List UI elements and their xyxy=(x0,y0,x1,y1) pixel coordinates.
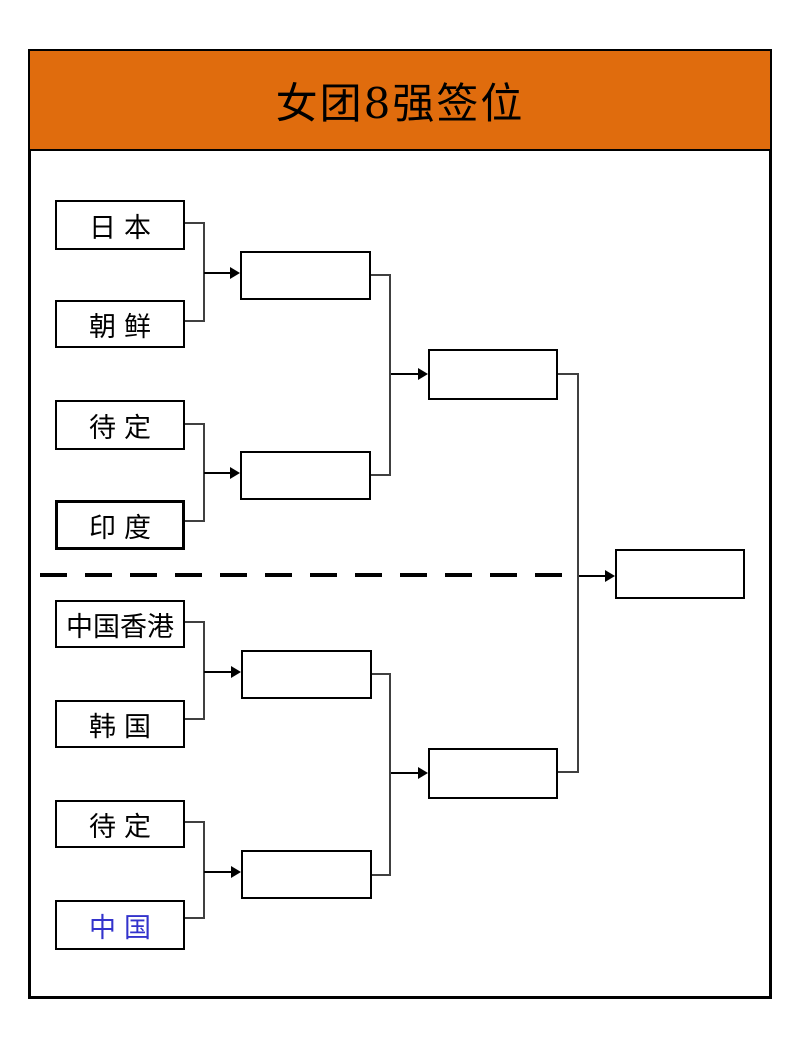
connector-line xyxy=(203,621,205,720)
connector-line xyxy=(391,772,418,774)
team-label-dprk: 朝鲜 xyxy=(89,311,159,343)
connector-line xyxy=(391,373,418,375)
slot-box-qf-winner-4 xyxy=(241,850,372,899)
connector-line xyxy=(185,222,205,224)
slot-box-qf-winner-3 xyxy=(241,650,372,699)
connector-line xyxy=(558,373,579,375)
slot-box-champion xyxy=(615,549,745,599)
arrow-right-icon xyxy=(418,368,428,380)
arrow-right-icon xyxy=(605,570,615,582)
team-box-dprk: 朝鲜 xyxy=(55,300,185,348)
team-box-korea: 韩国 xyxy=(55,700,185,748)
page-title: 女团8强签位 xyxy=(275,78,525,128)
team-box-india: 印度 xyxy=(55,500,185,550)
slot-box-sf-winner-lower xyxy=(428,748,558,799)
connector-line xyxy=(372,673,391,675)
arrow-right-icon xyxy=(230,267,240,279)
connector-line xyxy=(185,917,205,919)
connector-line xyxy=(558,771,579,773)
team-label-china: 中国 xyxy=(89,912,159,944)
slot-box-qf-winner-2 xyxy=(240,451,371,500)
team-label-japan: 日本 xyxy=(89,212,159,244)
team-box-tbd-lower: 待定 xyxy=(55,800,185,848)
team-box-hongkong: 中国香港 xyxy=(55,600,185,648)
team-label-tbd-upper: 待定 xyxy=(89,412,159,444)
connector-line xyxy=(371,474,391,476)
connector-line xyxy=(372,874,391,876)
connector-line xyxy=(204,472,231,474)
team-box-tbd-upper: 待定 xyxy=(55,400,185,450)
team-box-japan: 日本 xyxy=(55,200,185,250)
team-box-china: 中国 xyxy=(55,900,185,950)
connector-line xyxy=(371,274,391,276)
connector-line xyxy=(203,821,205,919)
arrow-right-icon xyxy=(230,467,240,479)
connector-line xyxy=(204,272,231,274)
connector-line xyxy=(204,671,231,673)
slot-box-qf-winner-1 xyxy=(240,251,371,300)
connector-line xyxy=(185,520,205,522)
connector-line xyxy=(185,718,205,720)
slot-box-sf-winner-upper xyxy=(428,349,558,400)
connector-line xyxy=(579,575,605,577)
team-label-korea: 韩国 xyxy=(89,711,159,743)
arrow-right-icon xyxy=(231,666,241,678)
connector-line xyxy=(577,373,579,773)
team-label-india: 印度 xyxy=(89,512,159,544)
connector-line xyxy=(389,274,391,476)
half-divider-dashed xyxy=(40,573,570,577)
connector-line xyxy=(204,871,231,873)
connector-line xyxy=(185,423,205,425)
connector-line xyxy=(185,320,205,322)
arrow-right-icon xyxy=(418,767,428,779)
connector-line xyxy=(185,821,205,823)
title-banner: 女团8强签位 xyxy=(28,49,772,151)
arrow-right-icon xyxy=(231,866,241,878)
team-label-hongkong: 中国香港 xyxy=(66,611,174,643)
connector-line xyxy=(185,621,205,623)
team-label-tbd-lower: 待定 xyxy=(89,811,159,843)
connector-line xyxy=(389,673,391,876)
